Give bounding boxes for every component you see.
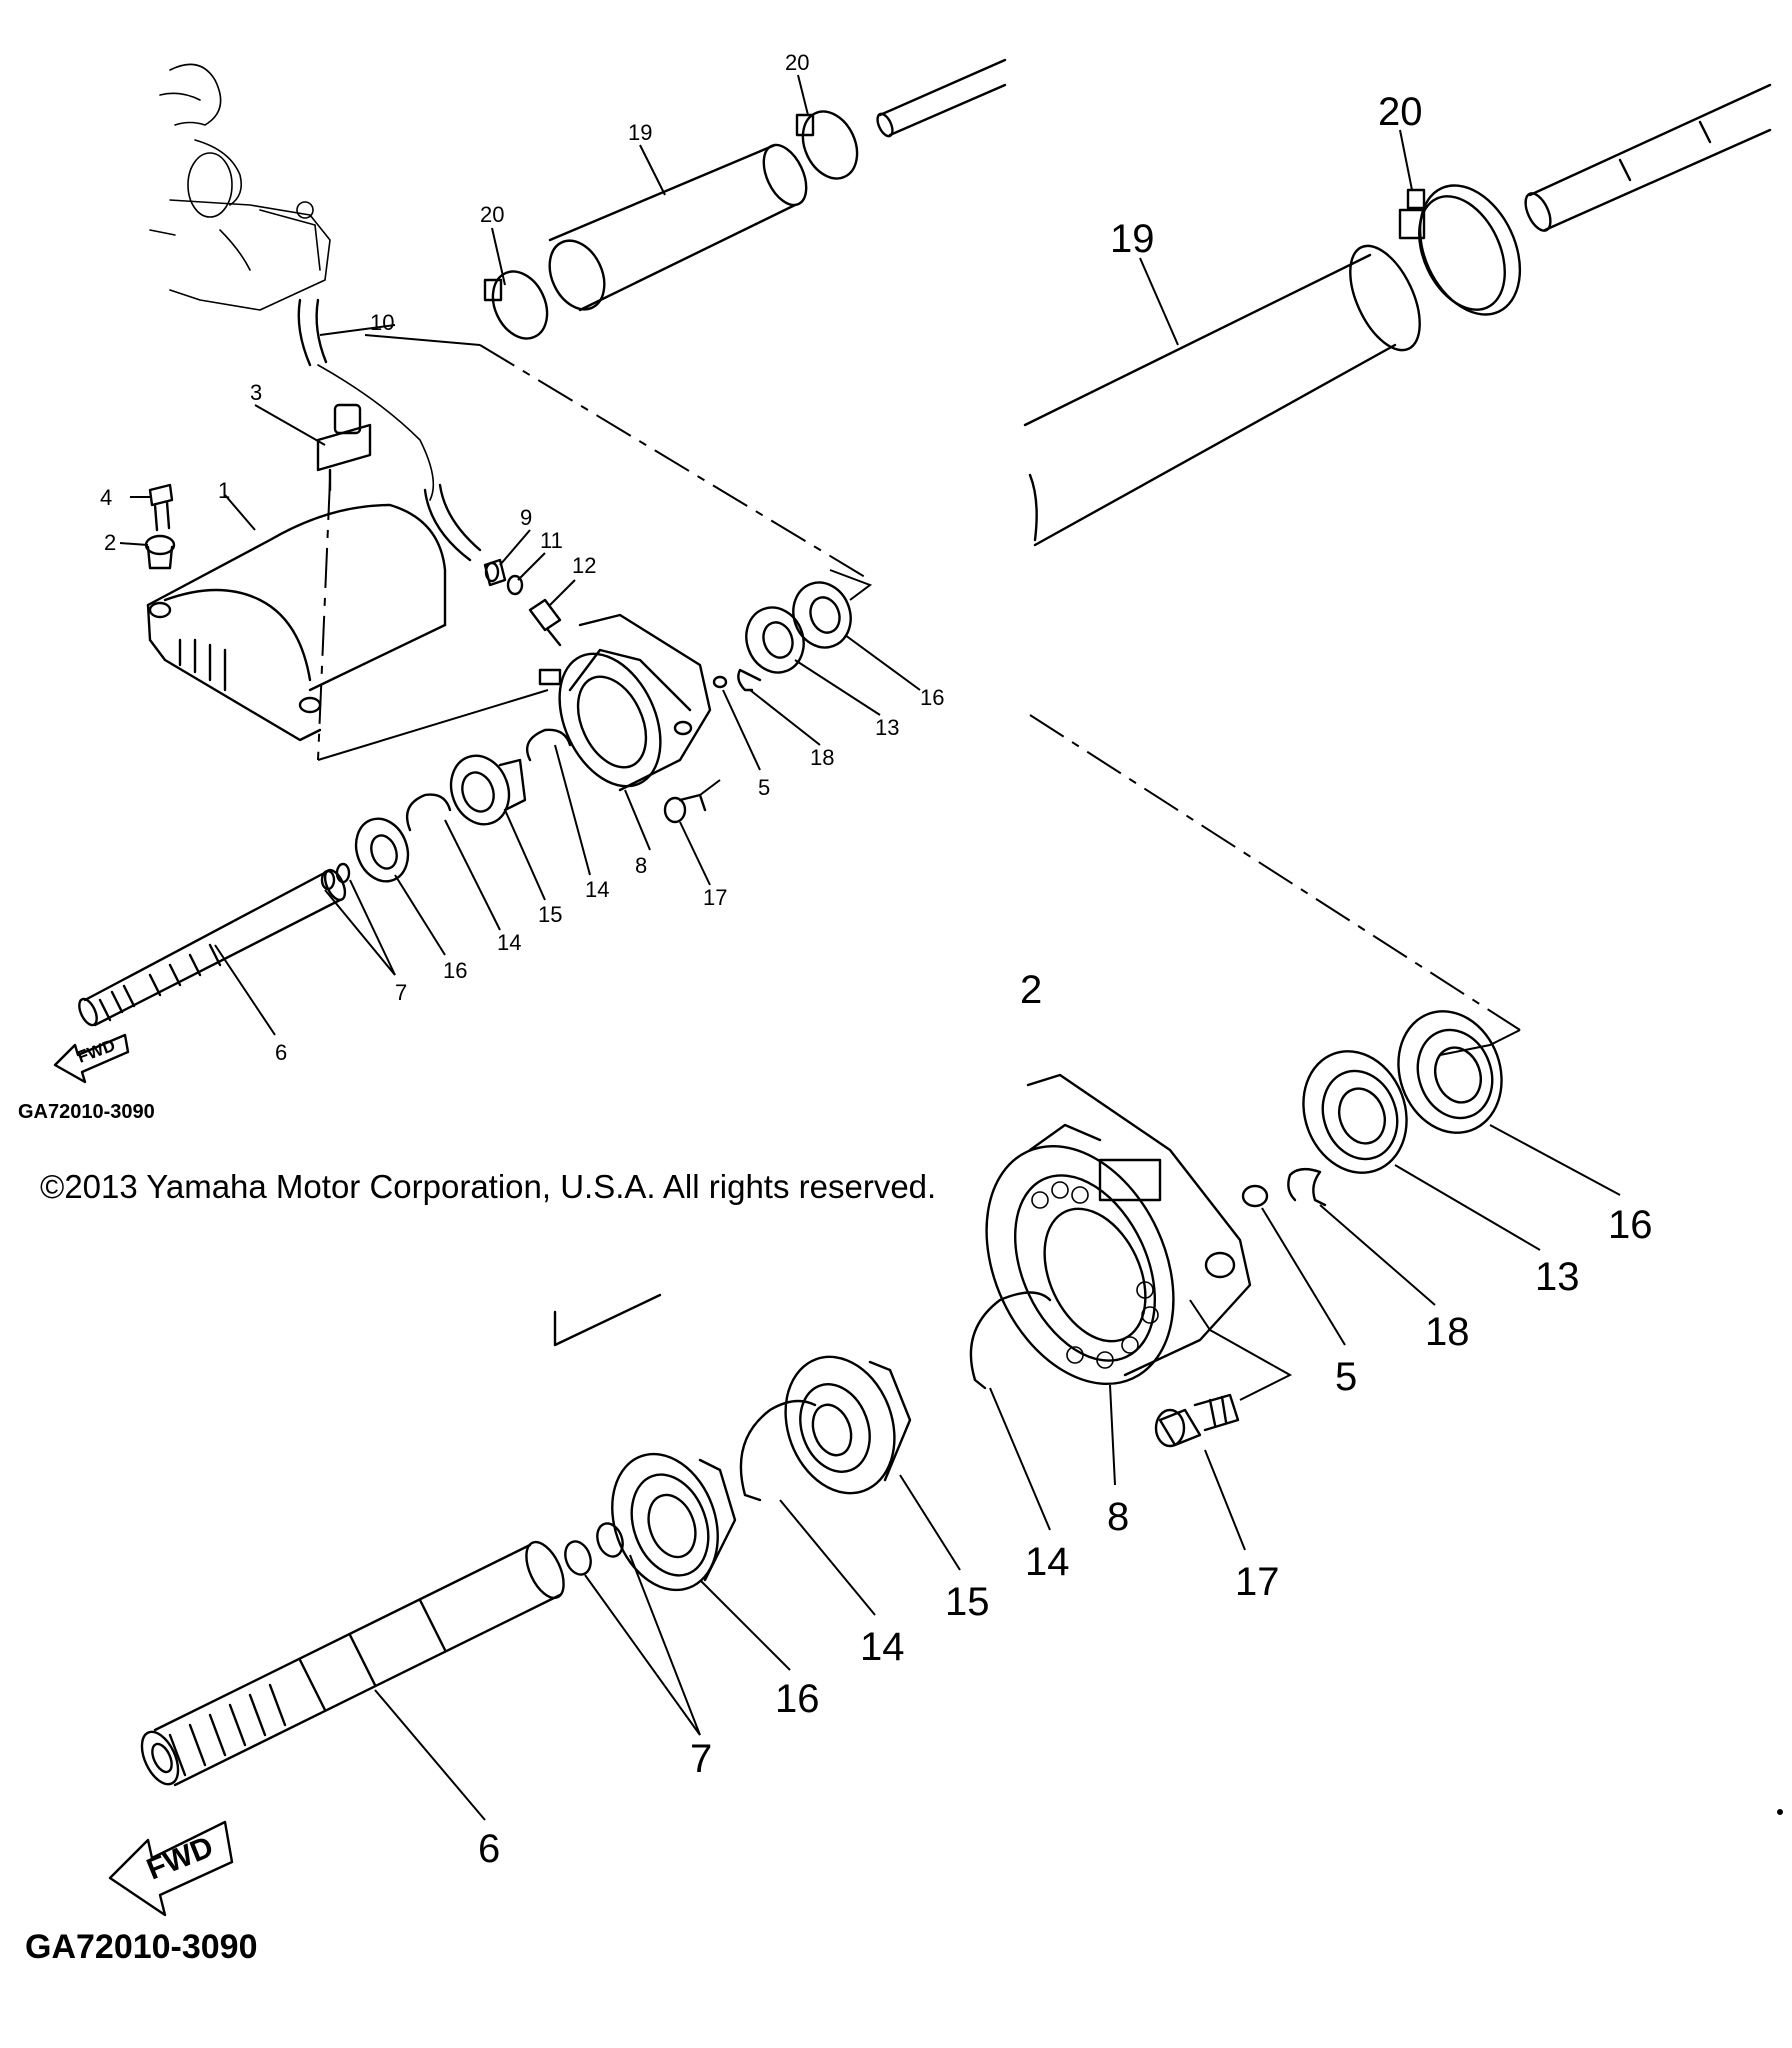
zoom-shaft-pipe (1524, 83, 1772, 232)
label-14a: 14 (585, 877, 609, 902)
zoom-label-18: 18 (1425, 1310, 1470, 1354)
zoom-clamp-20 (1398, 184, 1522, 316)
label-13: 13 (875, 715, 899, 740)
label-19: 19 (628, 120, 652, 145)
zoom-housing-edge-fragment (553, 1293, 662, 1347)
bearing-15 (449, 754, 527, 826)
zoom-label-17: 17 (1235, 1560, 1280, 1604)
diagram-code-large: GA72010-3090 (25, 1928, 258, 1966)
stray-dot (1777, 1809, 1783, 1815)
label-16b: 16 (443, 958, 467, 983)
zoom-label-14a: 14 (1025, 1540, 1070, 1584)
diagram-code-small: GA72010-3090 (18, 1101, 155, 1123)
fitting-12 (528, 598, 562, 647)
snapring-14-lower (405, 793, 452, 832)
fwd-label-large: FWD (142, 1830, 218, 1886)
zoom-label-7: 7 (690, 1737, 712, 1781)
collar-2 (144, 534, 176, 570)
label-16a: 16 (920, 685, 944, 710)
seal-16-upper (792, 581, 852, 649)
zoom-label-16a: 16 (1608, 1203, 1653, 1247)
seal-13 (745, 606, 805, 674)
label-20a: 20 (480, 202, 504, 227)
label-3: 3 (250, 380, 262, 405)
bolt-4 (148, 483, 174, 532)
bolt-17 (663, 793, 707, 824)
hose-10 (297, 298, 312, 367)
zoom-seal-13 (1302, 1050, 1408, 1174)
label-10: 10 (370, 310, 394, 335)
oring-7b (335, 862, 351, 884)
copyright-notice: ©2013 Yamaha Motor Corporation, U.S.A. A… (40, 1168, 937, 1205)
zoom-tube-19 (1023, 244, 1421, 547)
label-18: 18 (810, 745, 834, 770)
zoom-snapring-14-upper (969, 1291, 1052, 1390)
zoom-label-13: 13 (1535, 1255, 1580, 1299)
zoom-pin-5 (1241, 1184, 1269, 1208)
label-1: 1 (218, 478, 230, 503)
pin-5 (712, 675, 728, 689)
seal-16-lower (354, 817, 410, 883)
label-12: 12 (572, 553, 596, 578)
zoom-shaft-6 (140, 1540, 565, 1787)
overview-diagram: FWD 1 2 3 4 5 6 (18, 50, 1007, 1123)
label-11: 11 (540, 528, 563, 553)
zoom-housing-8 (985, 1073, 1252, 1386)
zoom-snapring-14-lower (739, 1399, 817, 1502)
zoom-label-2-fragment: 2 (1020, 968, 1042, 1012)
zoom-label-16b: 16 (775, 1677, 820, 1721)
label-15: 15 (538, 902, 562, 927)
zoom-oring-7a (564, 1540, 592, 1576)
zoom-seal-16-upper (1397, 1010, 1503, 1134)
engine-housing-fragment (149, 63, 331, 311)
shaft-pipe-upper (876, 58, 1007, 138)
valve-3 (316, 403, 372, 492)
zoom-label-19: 19 (1110, 217, 1155, 261)
zoom-label-14b: 14 (860, 1625, 905, 1669)
label-8: 8 (635, 853, 647, 878)
label-9: 9 (520, 505, 532, 530)
label-7: 7 (395, 980, 407, 1005)
label-20b: 20 (785, 50, 809, 75)
fwd-arrow-large: FWD (108, 1820, 234, 1917)
fitting-9 (483, 558, 507, 587)
zoom-clip-18 (1287, 1167, 1327, 1207)
label-5: 5 (758, 775, 770, 800)
label-2: 2 (104, 530, 116, 555)
zoom-label-5: 5 (1335, 1355, 1357, 1399)
clamp-20-right (795, 110, 859, 180)
fwd-label-small: FWD (75, 1036, 118, 1067)
clip-18 (737, 668, 762, 692)
zoom-label-15: 15 (945, 1580, 990, 1624)
label-4: 4 (100, 485, 112, 510)
zoom-label-8: 8 (1107, 1495, 1129, 1539)
snapring-14-upper (525, 728, 572, 762)
zoom-oring-7b (596, 1522, 624, 1558)
cover-1 (146, 503, 447, 742)
zoom-bearing-15 (784, 1355, 912, 1495)
shaft-6 (78, 868, 347, 1027)
fwd-arrow-small: FWD (53, 1033, 130, 1084)
housing-8 (538, 613, 712, 792)
zoom-seal-16-lower (611, 1452, 737, 1592)
overview-labels: 1 2 3 4 5 6 7 8 9 10 11 12 13 14 14 15 1… (100, 50, 944, 1065)
tube-19 (548, 143, 808, 312)
label-6: 6 (275, 1040, 287, 1065)
zoom-label-20: 20 (1378, 90, 1423, 134)
zoom-diagram: FWD 19 20 16 13 18 5 17 8 14 15 14 16 (25, 83, 1783, 1966)
zoom-bolt-17 (1154, 1393, 1240, 1448)
label-14b: 14 (497, 930, 521, 955)
fitting-11 (506, 574, 524, 596)
label-17: 17 (703, 885, 727, 910)
zoom-label-6: 6 (478, 1827, 500, 1871)
clamp-20-left (483, 270, 549, 340)
